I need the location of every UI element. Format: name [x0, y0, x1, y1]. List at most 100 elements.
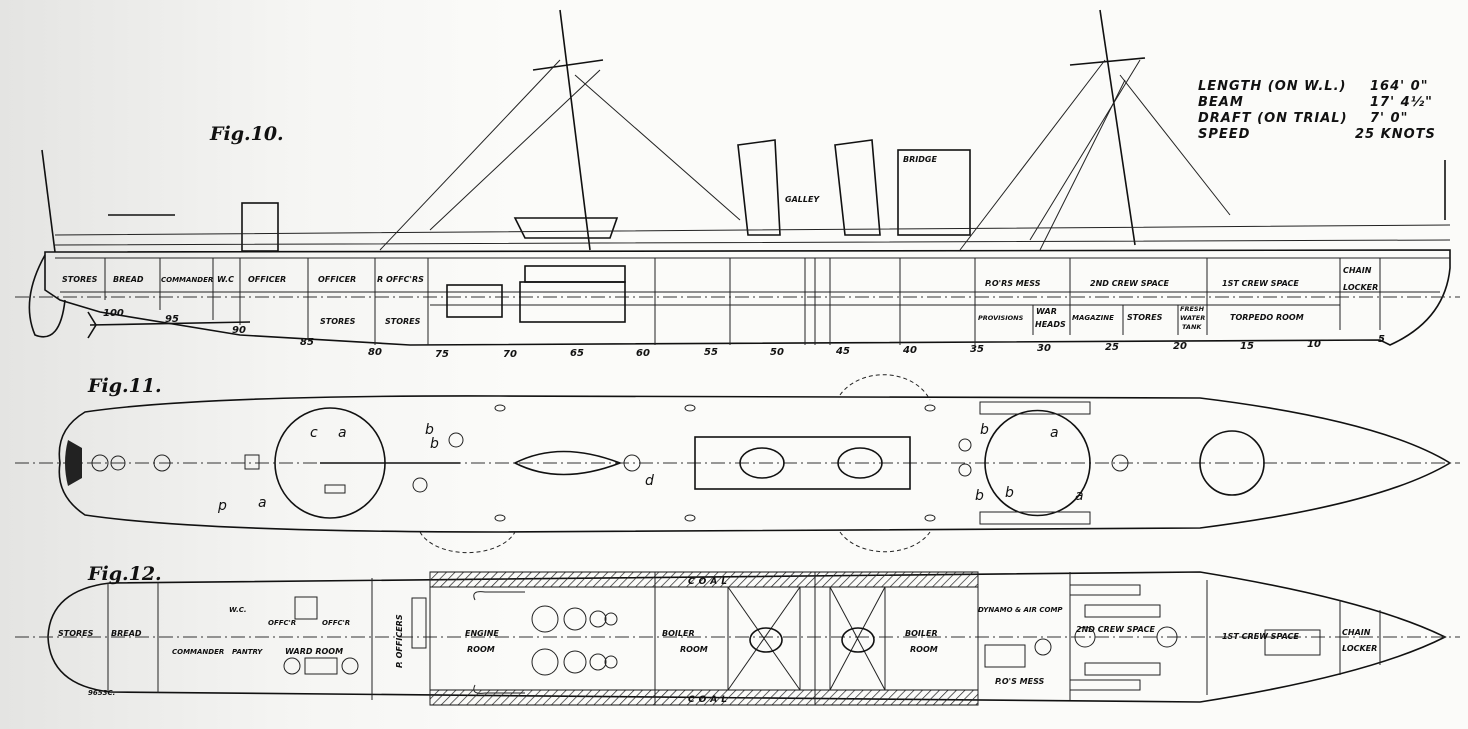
frame-number: 5	[1378, 334, 1385, 345]
fig10-title: Fig.10.	[209, 123, 284, 145]
foremast	[1099, 9, 1136, 246]
deck-outline	[58, 395, 1452, 533]
spec-label: BEAM	[1198, 95, 1244, 110]
propeller-icon	[87, 311, 97, 339]
label-coal: COAL	[688, 695, 731, 705]
fore-funnel	[834, 139, 881, 236]
frame-number: 10	[1307, 339, 1321, 350]
label-officer: OFFICER	[318, 275, 356, 284]
deck-letter: b	[975, 488, 984, 504]
label-officer: OFFICER	[248, 275, 286, 284]
fig11-title: Fig.11.	[87, 375, 162, 397]
foremast-yard	[1069, 57, 1146, 66]
frame-number: 55	[704, 347, 718, 358]
label-bread: BREAD	[113, 275, 144, 284]
label-r-officers: R OFFC'RS	[377, 275, 424, 284]
label-locker: LOCKER	[1343, 283, 1378, 292]
frame-number: 35	[970, 344, 984, 355]
label-po-mess: P.O'S MESS	[995, 677, 1045, 686]
engine-skylight	[513, 450, 623, 476]
aft-funnel	[737, 139, 781, 236]
boiler-aft	[749, 627, 783, 653]
label-wc: W.C	[217, 275, 234, 284]
spec-value: 164' 0"	[1370, 79, 1428, 94]
label-chain: CHAIN	[1342, 628, 1371, 637]
ward-room-furniture	[283, 584, 1321, 691]
label-room: ROOM	[467, 645, 495, 654]
label-po-mess: P.O'RS MESS	[985, 279, 1041, 288]
label-torpedo-room: TORPEDO ROOM	[1230, 313, 1304, 322]
label-stores: STORES	[62, 275, 98, 284]
label-dynamo-air-comp: DYNAMO & AIR COMP	[978, 606, 1063, 614]
fig11-deck-plan: Fig.11. c a b b a p a d	[15, 374, 1460, 554]
spec-label: LENGTH (ON W.L.)	[1198, 79, 1346, 94]
engines	[473, 591, 618, 694]
stern-grating	[65, 440, 82, 486]
swing-arcs	[419, 374, 931, 554]
label-heads: HEADS	[1035, 320, 1066, 329]
label-chain: CHAIN	[1343, 266, 1372, 275]
label-stores: STORES	[58, 629, 94, 638]
label-1st-crew-space: 1ST CREW SPACE	[1222, 279, 1299, 288]
label-commander: COMMANDER	[172, 648, 224, 656]
label-boiler: BOILER	[905, 629, 938, 638]
label-wc: W.C.	[229, 606, 247, 614]
deck-letters: c a b b a p a d b a b b	[217, 422, 1084, 514]
frame-number: 80	[368, 347, 382, 358]
label-war: WAR	[1036, 307, 1057, 316]
fig10-profile: Fig.10. LENGTH (ON W.L.) 164' 0" BEAM 17…	[15, 9, 1460, 360]
label-stores: STORES	[320, 317, 356, 326]
fig12-lower-deck-plan: Fig.12.	[15, 563, 1460, 706]
deck-letter: b	[1005, 485, 1014, 501]
spec-value: 25 KNOTS	[1355, 127, 1436, 142]
deck-letter: a	[258, 495, 267, 511]
specifications-table: LENGTH (ON W.L.) 164' 0" BEAM 17' 4½" DR…	[1198, 79, 1436, 142]
plate-number: 9653C.	[88, 689, 115, 697]
label-galley: GALLEY	[785, 195, 820, 204]
mainmast	[559, 9, 591, 251]
frame-number: 90	[232, 325, 246, 336]
frame-number: 95	[165, 314, 179, 325]
label-pantry: PANTRY	[232, 648, 263, 656]
propeller-shaft	[89, 321, 251, 326]
deck-letter: a	[338, 425, 347, 441]
frame-number: 20	[1173, 341, 1187, 352]
label-officer: OFFC'R	[268, 619, 296, 627]
mainmast-yard	[532, 59, 604, 71]
frame-number: 75	[435, 349, 449, 360]
frame-number: 85	[300, 337, 314, 348]
label-tank: TANK	[1182, 323, 1202, 331]
label-bread: BREAD	[111, 629, 142, 638]
bulkheads	[104, 258, 1381, 345]
label-provisions: PROVISIONS	[978, 314, 1024, 322]
label-officer: OFFC'R	[322, 619, 350, 627]
label-2nd-crew-space: 2ND CREW SPACE	[1076, 625, 1156, 634]
fore-funnel-top	[837, 447, 883, 479]
condenser	[446, 284, 503, 318]
deck-letter: b	[980, 422, 989, 438]
deck-letter: c	[310, 425, 318, 441]
engine-block	[519, 281, 626, 323]
frame-number: 15	[1240, 341, 1254, 352]
label-boiler: BOILER	[662, 629, 695, 638]
label-room: ROOM	[680, 645, 708, 654]
boiler-fore	[841, 627, 875, 653]
label-water: WATER	[1180, 314, 1205, 322]
deck-letter: a	[1050, 425, 1059, 441]
frame-number: 25	[1105, 342, 1119, 353]
frame-number: 30	[1037, 343, 1051, 354]
frame-number: 50	[770, 347, 784, 358]
deck-letter: b	[425, 422, 434, 438]
bow-gun-platform	[1199, 430, 1265, 496]
deck-letter: b	[430, 436, 439, 452]
stern-staff	[41, 149, 56, 253]
deck-fittings	[91, 401, 1129, 525]
bridge-structure	[897, 149, 971, 236]
torpedo-tube-arcs	[984, 409, 1091, 517]
frame-number: 60	[636, 348, 650, 359]
deck-letter: p	[217, 498, 227, 514]
spec-value: 7' 0"	[1370, 111, 1408, 126]
label-fresh: FRESH	[1180, 305, 1205, 313]
